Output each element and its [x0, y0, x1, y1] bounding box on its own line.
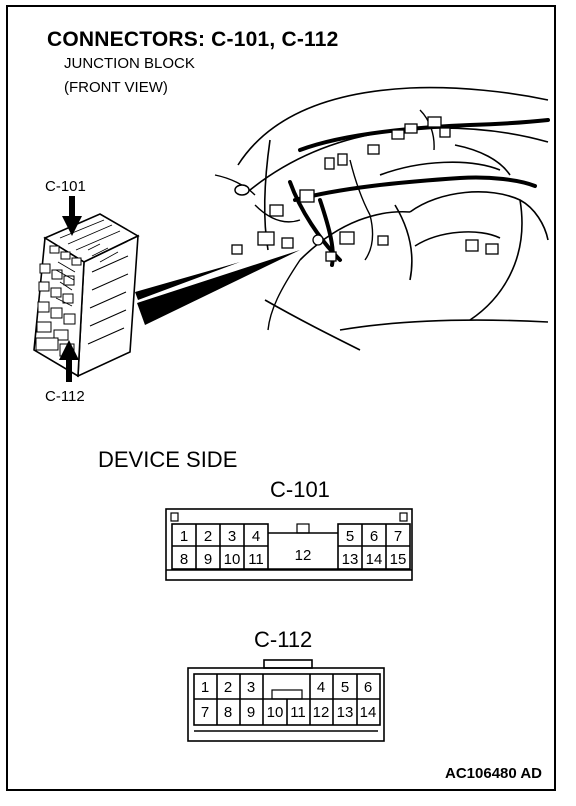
c101-pin-1: 1 — [180, 528, 188, 545]
device-side-label: DEVICE SIDE — [98, 447, 238, 472]
c101-pin-13: 13 — [342, 551, 359, 568]
c101-pin-3: 3 — [228, 528, 236, 545]
c112-pin-6: 6 — [364, 679, 372, 696]
c101-pin-14: 14 — [366, 551, 383, 568]
figure-code: AC106480 AD — [445, 765, 542, 782]
c112-callout-label: C-112 — [45, 388, 85, 405]
c101-callout-label: C-101 — [45, 178, 86, 195]
c101-pin-15: 15 — [390, 551, 407, 568]
c112-pin-8: 8 — [224, 704, 232, 721]
c112-connector-title: C-112 — [254, 627, 313, 652]
c112-pin-10: 10 — [267, 704, 284, 721]
c101-pin-10: 10 — [224, 551, 241, 568]
c101-pin-4: 4 — [252, 528, 260, 545]
c112-pin-7: 7 — [201, 704, 209, 721]
c112-pin-13: 13 — [337, 704, 354, 721]
c112-pin-11: 11 — [290, 704, 306, 721]
c101-pin-5: 5 — [346, 528, 354, 545]
diagram-title: CONNECTORS: C-101, C-112 — [47, 28, 339, 51]
front-view-label: (FRONT VIEW) — [64, 79, 168, 96]
c112-pin-3: 3 — [247, 679, 255, 696]
c112-pin-1: 1 — [201, 679, 209, 696]
junction-block-illustration — [33, 86, 550, 382]
diagram-frame — [6, 5, 556, 791]
c112-pin-12: 12 — [313, 704, 330, 721]
c112-pin-4: 4 — [317, 679, 325, 696]
c101-pin-9: 9 — [204, 551, 212, 568]
c101-pin-8: 8 — [180, 551, 188, 568]
c112-pin-9: 9 — [247, 704, 255, 721]
c101-pin-2: 2 — [204, 528, 212, 545]
junction-block-label: JUNCTION BLOCK — [64, 55, 195, 72]
c101-pin-7: 7 — [394, 528, 402, 545]
c101-pin-6: 6 — [370, 528, 378, 545]
c101-pin-12: 12 — [295, 547, 312, 564]
c101-connector-title: C-101 — [270, 477, 330, 502]
c112-pin-5: 5 — [341, 679, 349, 696]
c101-pin-11: 11 — [248, 551, 264, 568]
c112-pin-2: 2 — [224, 679, 232, 696]
c112-pin-14: 14 — [360, 704, 377, 721]
